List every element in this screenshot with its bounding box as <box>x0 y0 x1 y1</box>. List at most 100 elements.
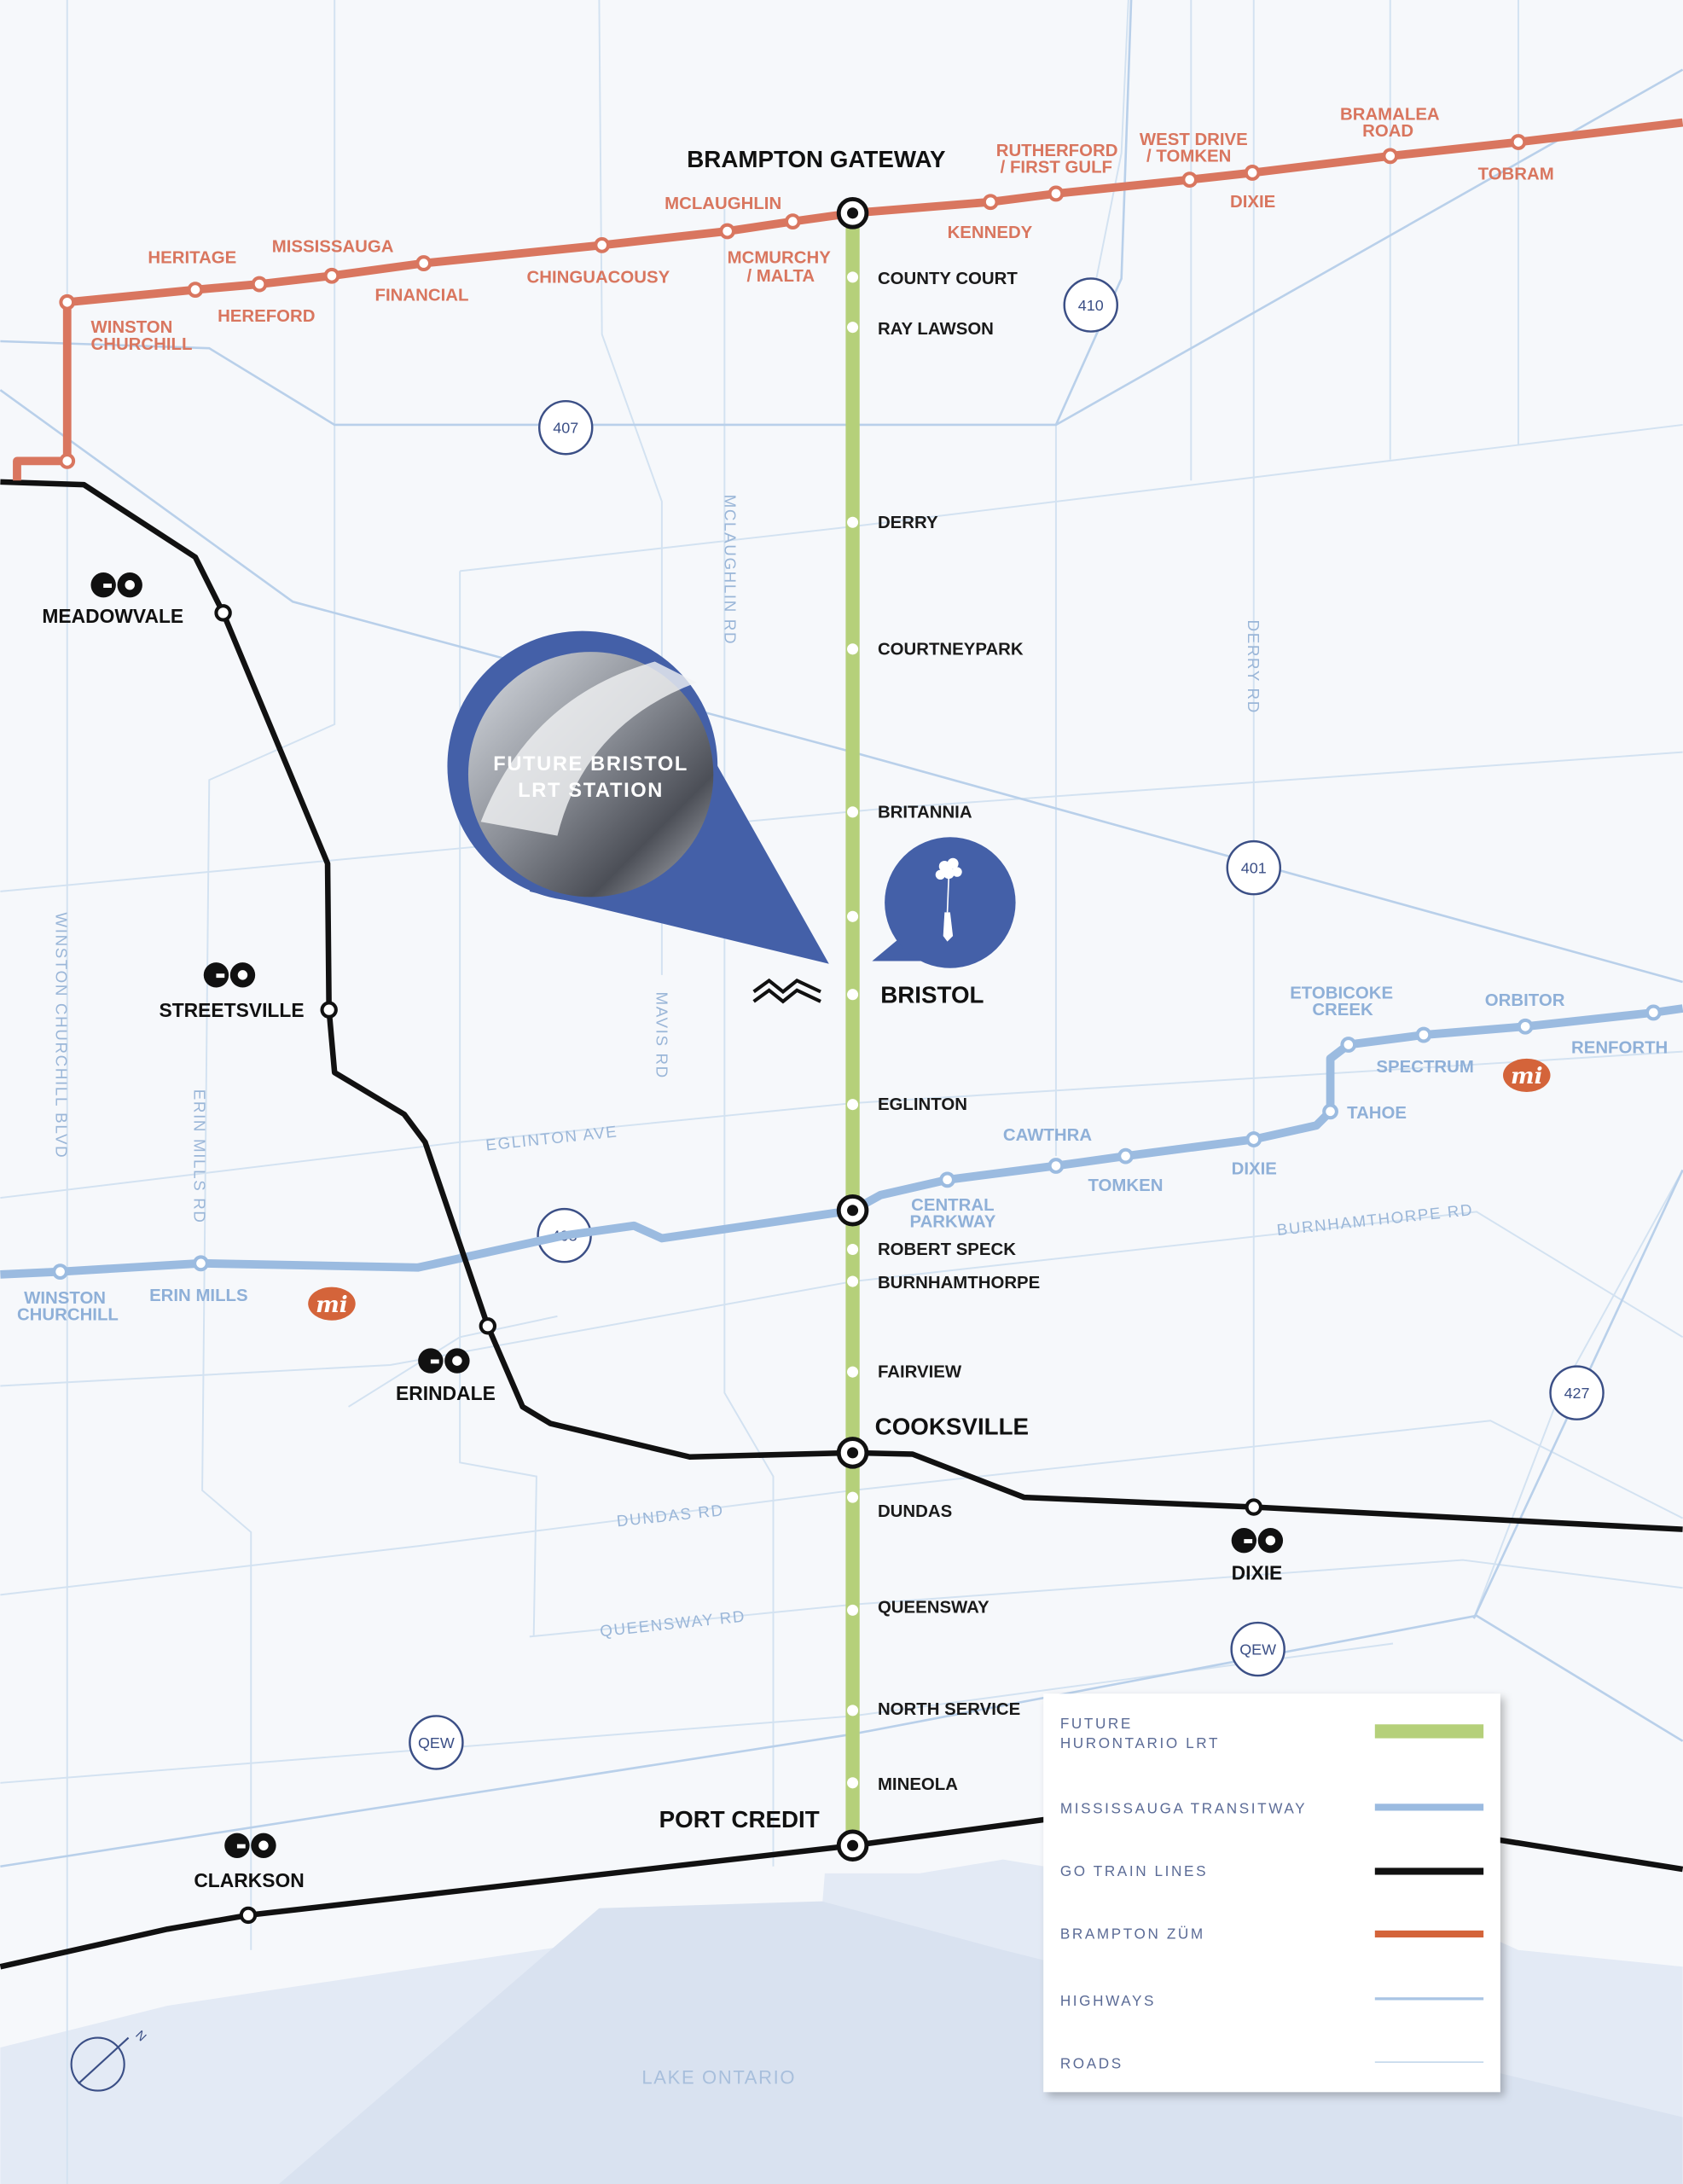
tw-station-orbitor: ORBITOR <box>1485 991 1565 1010</box>
zum-station-financial: FINANCIAL <box>375 287 469 305</box>
go-stops <box>214 604 1262 1925</box>
highway-qew-shield-east: QEW <box>1230 1621 1285 1677</box>
go-logo-streetsville <box>203 962 256 988</box>
svg-text:mi: mi <box>316 1292 348 1318</box>
legend-label-zum: BRAMPTON ZÜM <box>1060 1926 1205 1943</box>
tw-station-dixie: DIXIE <box>1232 1159 1277 1178</box>
svg-text:mi: mi <box>1511 1063 1543 1089</box>
zum-station-mississauga: MISSISSAUGA <box>272 238 394 257</box>
station-port-credit: PORT CREDIT <box>659 1806 820 1833</box>
zum-station-kennedy: KENNEDY <box>948 224 1033 242</box>
balloon-girl-bubble <box>872 837 1016 968</box>
svg-text:407: 407 <box>553 420 578 437</box>
legend-swatch-lrt <box>1374 1724 1484 1739</box>
road-label-mclaughlin: MCLAUGHLIN RD <box>721 495 739 646</box>
lake-shade <box>278 1901 1683 2184</box>
go-logo-erindale <box>418 1348 470 1374</box>
zum-station-tobram: TOBRAM <box>1478 166 1554 184</box>
station-bristol: BRISTOL <box>880 982 984 1008</box>
zum-station-dixie: DIXIE <box>1230 193 1275 212</box>
miway-logo-east: mi <box>1503 1058 1551 1092</box>
callout-line-2: LRT STATION <box>518 780 664 802</box>
svg-text:410: 410 <box>1078 297 1104 314</box>
callout-line-1: FUTURE BRISTOL <box>493 753 688 775</box>
station-burnhamthorpe: BURNHAMTHORPE <box>878 1274 1040 1292</box>
lake-label: LAKE ONTARIO <box>641 2066 796 2088</box>
tw-station-tahoe: TAHOE <box>1347 1104 1407 1123</box>
zum-station-mclaughlin: MCLAUGHLIN <box>664 195 781 213</box>
tw-station-spectrum: SPECTRUM <box>1376 1058 1473 1077</box>
lrt-stops <box>847 271 859 1789</box>
lrt-station-symbol-icon <box>752 978 821 1004</box>
svg-text:QEW: QEW <box>1239 1641 1276 1658</box>
road-label-winston-churchill: WINSTON CHURCHILL BLVD <box>53 912 71 1159</box>
legend-label-roads: ROADS <box>1060 2054 1123 2071</box>
go-train-line-milton <box>0 479 1683 1532</box>
future-bristol-callout: FUTURE BRISTOL LRT STATION <box>447 630 829 964</box>
lrt-train-photo <box>467 652 714 897</box>
station-cooksville: COOKSVILLE <box>875 1414 1029 1440</box>
go-station-streetsville: STREETSVILLE <box>159 999 304 1021</box>
transitway-stops <box>52 1004 1662 1280</box>
svg-text:401: 401 <box>1241 860 1267 877</box>
svg-text:QEW: QEW <box>418 1734 455 1751</box>
station-queensway: QUEENSWAY <box>878 1599 989 1618</box>
go-logo-clarkson <box>224 1833 276 1858</box>
zum-stops <box>59 134 1527 469</box>
zum-station-west-drive: WEST DRIVE/ TOMKEN <box>1140 131 1248 166</box>
legend-swatch-highways <box>1374 1997 1484 2001</box>
go-station-dixie: DIXIE <box>1232 1561 1283 1583</box>
svg-text:427: 427 <box>1564 1385 1590 1402</box>
balloon-icon <box>935 857 962 942</box>
zum-station-heritage: HERITAGE <box>148 249 236 268</box>
station-eglinton: EGLINTON <box>878 1095 967 1114</box>
road-label-erin-mills: ERIN MILLS RD <box>190 1089 208 1224</box>
tw-station-cawthra: CAWTHRA <box>1003 1126 1092 1145</box>
tw-station-tomken: TOMKEN <box>1088 1176 1163 1195</box>
station-fairview: FAIRVIEW <box>878 1363 962 1382</box>
highway-410-shield: 410 <box>1063 277 1118 333</box>
station-robert-speck: ROBERT SPECK <box>878 1240 1016 1259</box>
zum-station-hereford: HEREFORD <box>218 307 315 326</box>
legend-label-go: GO TRAIN LINES <box>1060 1862 1208 1879</box>
go-station-clarkson: CLARKSON <box>194 1869 304 1891</box>
legend-swatch-roads <box>1374 2061 1484 2063</box>
highway-427-shield: 427 <box>1549 1365 1605 1420</box>
highway-qew-shield-west: QEW <box>409 1715 464 1770</box>
station-derry: DERRY <box>878 514 938 532</box>
legend-swatch-transitway <box>1374 1804 1484 1811</box>
road-label-derry: DERRY RD <box>1245 620 1262 714</box>
legend-swatch-zum <box>1374 1930 1484 1938</box>
station-britannia: BRITANNIA <box>878 803 972 822</box>
highway-407-shield: 407 <box>537 399 594 456</box>
legend <box>1043 1693 1500 2093</box>
go-station-erindale: ERINDALE <box>396 1382 496 1404</box>
highway-401-shield: 401 <box>1226 839 1282 896</box>
legend-label-highways: HIGHWAYS <box>1060 1992 1156 2009</box>
go-logo-meadowvale <box>90 572 142 598</box>
tw-station-erin-mills: ERIN MILLS <box>149 1287 248 1305</box>
station-dundas: DUNDAS <box>878 1502 952 1521</box>
station-mineola: MINEOLA <box>878 1775 958 1794</box>
station-ray-lawson: RAY LAWSON <box>878 320 994 339</box>
station-county-court: COUNTY COURT <box>878 270 1018 288</box>
zum-station-rutherford: RUTHERFORD/ FIRST GULF <box>996 142 1118 177</box>
zum-station-mcmurchy-malta: MCMURCHY/ MALTA <box>728 249 832 286</box>
miway-logo-west: mi <box>308 1287 356 1321</box>
legend-label-transitway: MISSISSAUGA TRANSITWAY <box>1060 1800 1307 1817</box>
station-brampton-gateway: BRAMPTON GATEWAY <box>687 146 946 172</box>
legend-swatch-go <box>1374 1867 1484 1875</box>
zum-station-chinguacousy: CHINGUACOUSY <box>527 268 670 287</box>
station-courtneypark: COURTNEYPARK <box>878 640 1024 659</box>
go-station-meadowvale: MEADOWVALE <box>42 605 183 627</box>
go-logo-dixie <box>1231 1528 1284 1554</box>
tw-station-renforth: RENFORTH <box>1571 1038 1668 1057</box>
road-label-mavis: MAVIS RD <box>653 991 670 1078</box>
